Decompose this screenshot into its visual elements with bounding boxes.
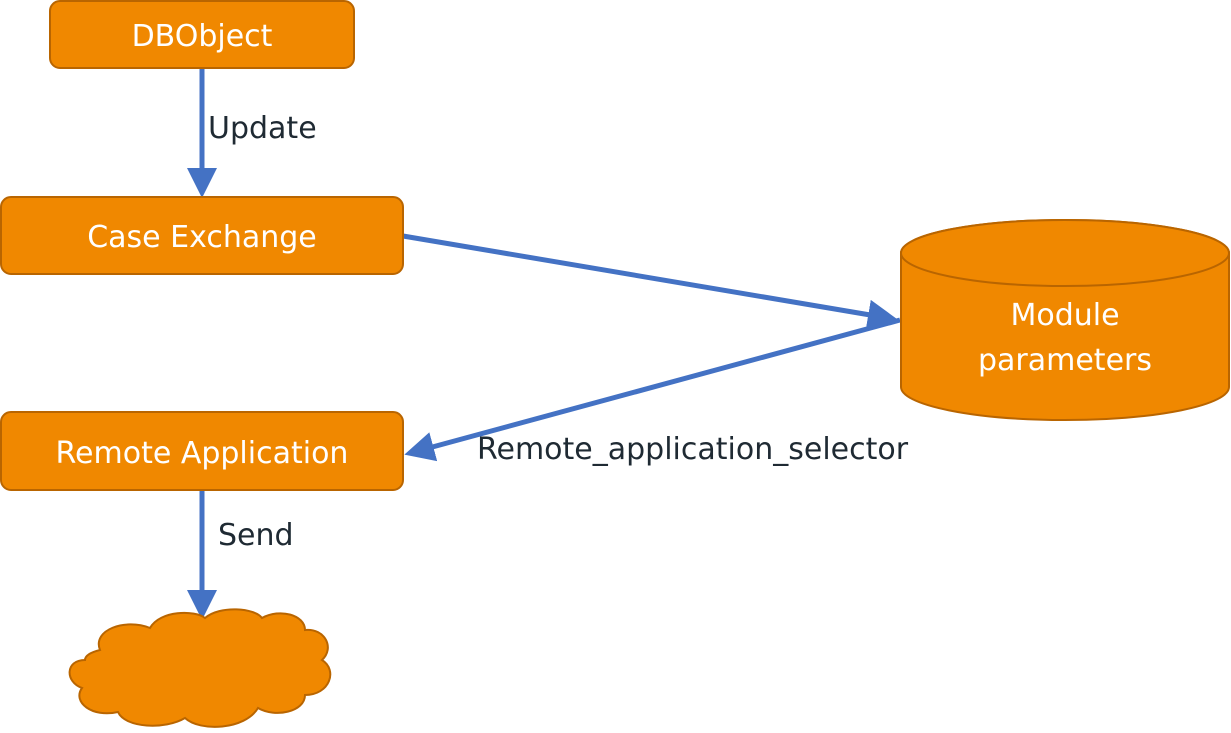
edge-case-to-params-line: [402, 233, 898, 330]
node-dbobject-label: DBObject: [132, 19, 273, 54]
node-case-exchange-label: Case Exchange: [87, 220, 317, 255]
cloud-icon: [68, 608, 332, 728]
edge-update-label: Update: [208, 111, 317, 146]
node-module-parameters[interactable]: Module parameters: [900, 219, 1230, 421]
node-module-parameters-label-line1: Module: [1010, 298, 1119, 333]
node-remote-application-label: Remote Application: [56, 436, 349, 471]
edge-case-to-params: [402, 233, 898, 330]
edge-selector-line: [404, 317, 901, 462]
edge-send-label: Send: [218, 518, 294, 553]
edge-selector-label: Remote_application_selector: [477, 432, 909, 467]
node-dbobject[interactable]: DBObject: [49, 0, 355, 69]
node-case-exchange-shape: [0, 196, 404, 275]
cylinder-top: [900, 219, 1230, 287]
node-case-exchange[interactable]: Case Exchange: [0, 196, 404, 275]
edge-selector: [404, 317, 901, 462]
node-cloud[interactable]: [68, 608, 332, 728]
node-remote-application-shape: [0, 411, 404, 491]
node-dbobject-shape: [49, 0, 355, 69]
node-remote-application[interactable]: Remote Application: [0, 411, 404, 491]
node-module-parameters-label-line2: parameters: [978, 343, 1152, 378]
